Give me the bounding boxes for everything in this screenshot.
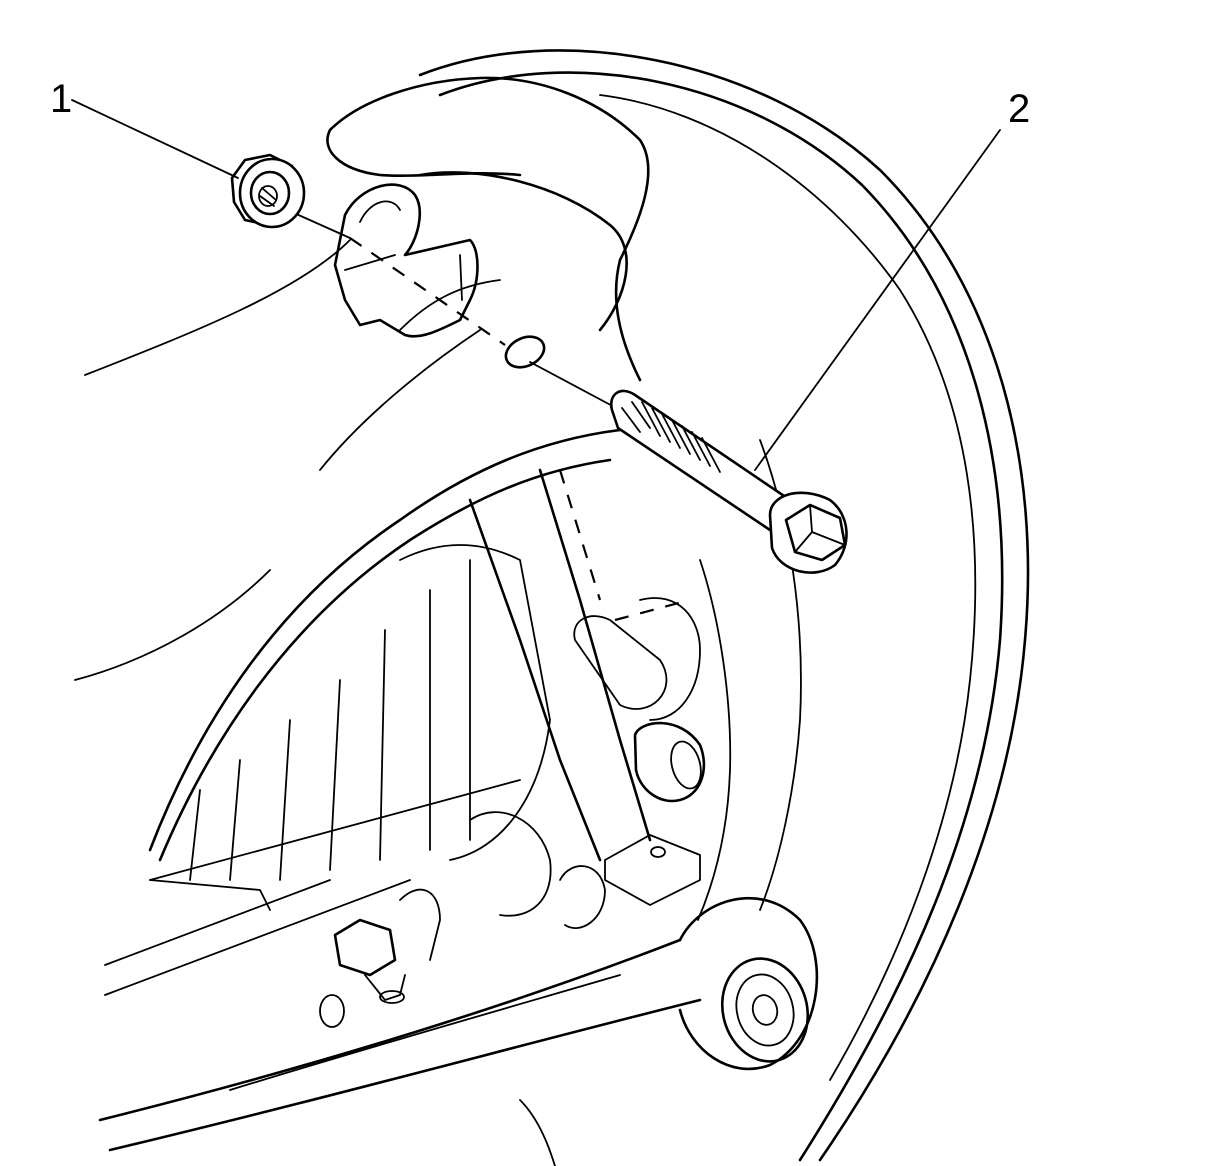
nut	[230, 153, 306, 229]
lower-control-arm	[98, 834, 702, 1152]
sensor-boss	[633, 721, 706, 803]
callout-label-2: 2	[1008, 87, 1030, 131]
control-arm-bushing	[678, 896, 819, 1071]
bracket	[333, 183, 479, 338]
alignment-line	[264, 199, 621, 411]
cv-boot	[104, 428, 622, 996]
leader-line-2	[754, 129, 1001, 471]
knuckle-upper	[74, 76, 650, 681]
bolt	[609, 389, 848, 574]
lower-details	[469, 811, 606, 1166]
leader-line-1	[71, 99, 239, 179]
ball-joint-stud	[333, 888, 441, 1004]
leader-lines	[71, 99, 1001, 471]
knuckle-lower	[468, 468, 701, 862]
callout-label-1: 1	[50, 77, 72, 121]
knuckle-bolt-hole	[504, 335, 546, 369]
